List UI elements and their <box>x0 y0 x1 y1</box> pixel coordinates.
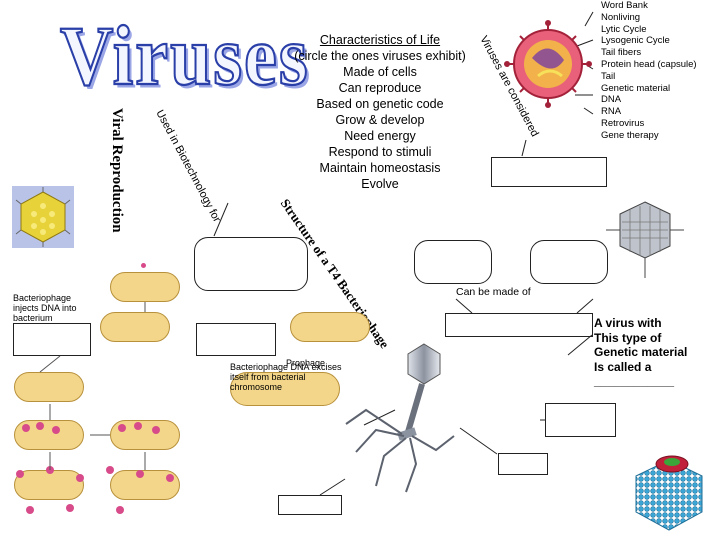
virus-type-line: This type of <box>594 330 662 345</box>
word-bank-item: Tail <box>601 70 616 82</box>
virus-type-line: A virus with <box>594 316 662 330</box>
characteristics-subheading: (circle the ones viruses exhibit) <box>294 49 466 63</box>
characteristic-item[interactable]: Made of cells <box>343 65 417 79</box>
word-bank-item: DNA <box>601 94 622 106</box>
word-bank-item: Retrovirus <box>601 117 645 129</box>
answer-box-biotechnology[interactable] <box>194 237 308 291</box>
virus-type-line: Is called a <box>594 359 652 374</box>
characteristics-panel: Characteristics of Life (circle the ones… <box>272 32 488 192</box>
word-bank-item: Lysogenic Cycle <box>601 35 670 47</box>
word-bank-item: Lytic Cycle <box>601 23 647 35</box>
virus-cross-section-illustration <box>504 20 592 108</box>
word-bank-item: Gene therapy <box>601 129 659 141</box>
answer-box-small[interactable] <box>498 453 548 475</box>
caption-bacteriophage-injects: Bacteriophage injects DNA into bacterium <box>13 293 77 323</box>
word-bank-item: Protein head (capsule) <box>601 58 697 70</box>
characteristic-item[interactable]: Respond to stimuli <box>328 145 432 159</box>
caption-prophage: Prophage <box>286 358 326 368</box>
can-be-made-of-label: Can be made of <box>456 286 531 298</box>
answer-box-cycle-1[interactable] <box>13 323 91 356</box>
virus-type-blank: ____________ <box>594 374 675 388</box>
t4-bacteriophage-illustration <box>345 343 455 493</box>
answer-box-cycle-2[interactable] <box>196 323 276 356</box>
answer-box-genetic-1[interactable] <box>414 240 492 284</box>
page-title: Viruses <box>59 8 310 105</box>
answer-box-considered[interactable] <box>491 157 607 187</box>
characteristic-item[interactable]: Can reproduce <box>338 81 422 95</box>
virus-type-line: Genetic material <box>594 345 688 359</box>
characteristic-item[interactable]: Grow & develop <box>335 113 425 127</box>
adenovirus-image <box>12 186 74 248</box>
answer-box-virus-name[interactable] <box>545 403 616 437</box>
icosahedral-virus-illustration <box>635 455 703 531</box>
word-bank: Word Bank Nonliving Lytic Cycle Lysogeni… <box>601 0 697 142</box>
caption-dna-excises: Bacteriophage DNA excises itself from ba… <box>230 362 342 392</box>
word-bank-item: Tail fibers <box>601 47 642 59</box>
characteristics-heading: Characteristics of Life <box>319 33 441 47</box>
answer-box-genetic-2[interactable] <box>530 240 608 284</box>
answer-box-tail[interactable] <box>278 495 342 515</box>
word-bank-item: Nonliving <box>601 11 641 23</box>
word-bank-item: Genetic material <box>601 82 671 94</box>
word-bank-item: RNA <box>601 106 622 118</box>
bacteriophage-diagram <box>606 201 684 278</box>
characteristic-item[interactable]: Evolve <box>361 177 399 191</box>
characteristic-item[interactable]: Based on genetic code <box>316 97 444 111</box>
characteristic-item[interactable]: Need energy <box>344 129 416 143</box>
virus-type-text: A virus with This type of Genetic materi… <box>594 316 687 389</box>
characteristic-item[interactable]: Maintain homeostasis <box>319 161 441 175</box>
word-bank-title: Word Bank <box>601 0 648 11</box>
answer-box-virus-type[interactable] <box>445 313 593 337</box>
